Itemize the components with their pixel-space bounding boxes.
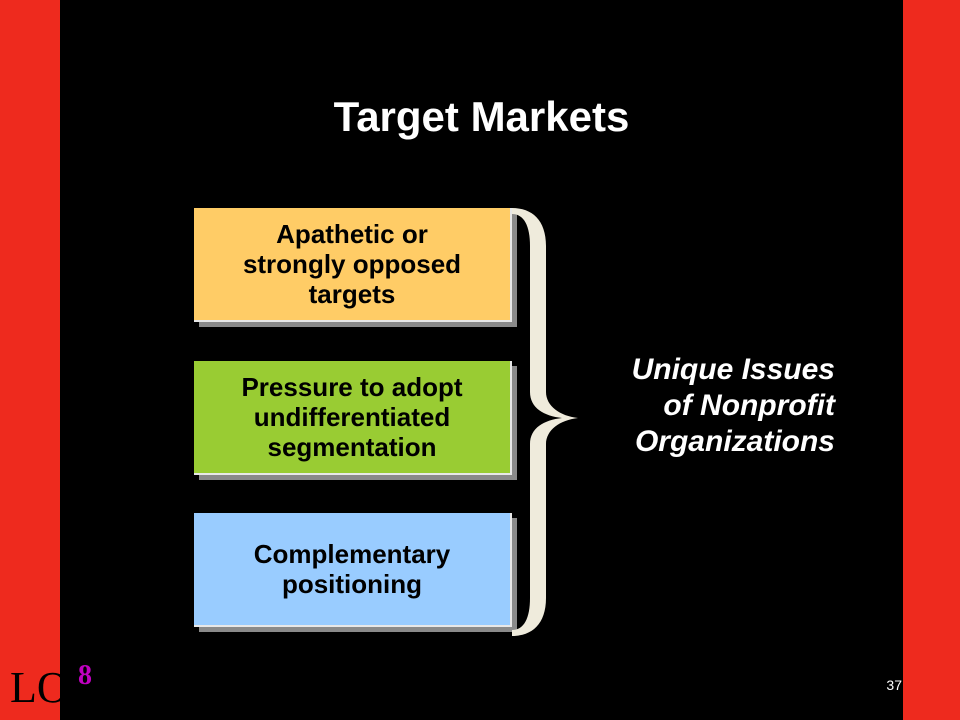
curly-brace-shape	[512, 208, 578, 636]
left-red-bar	[0, 0, 60, 720]
curly-brace-path	[512, 208, 578, 636]
learning-objective-label: LO	[10, 663, 62, 712]
box-apathetic-targets: Apathetic or strongly opposed targets	[194, 208, 512, 322]
box-label: Pressure to adopt undifferentiated segme…	[241, 372, 463, 462]
box-label: Complementary positioning	[253, 539, 451, 599]
box-undifferentiated-segmentation: Pressure to adopt undifferentiated segme…	[194, 361, 512, 475]
box-complementary-positioning: Complementary positioning	[194, 513, 512, 627]
learning-objective-number: 8	[78, 660, 92, 691]
box-label: Apathetic or strongly opposed targets	[242, 219, 462, 309]
page-number: 37	[886, 677, 902, 693]
brace-label: Unique Issues of Nonprofit Organizations	[631, 353, 835, 458]
slide-title: Target Markets	[333, 93, 630, 140]
right-red-bar	[903, 0, 960, 720]
